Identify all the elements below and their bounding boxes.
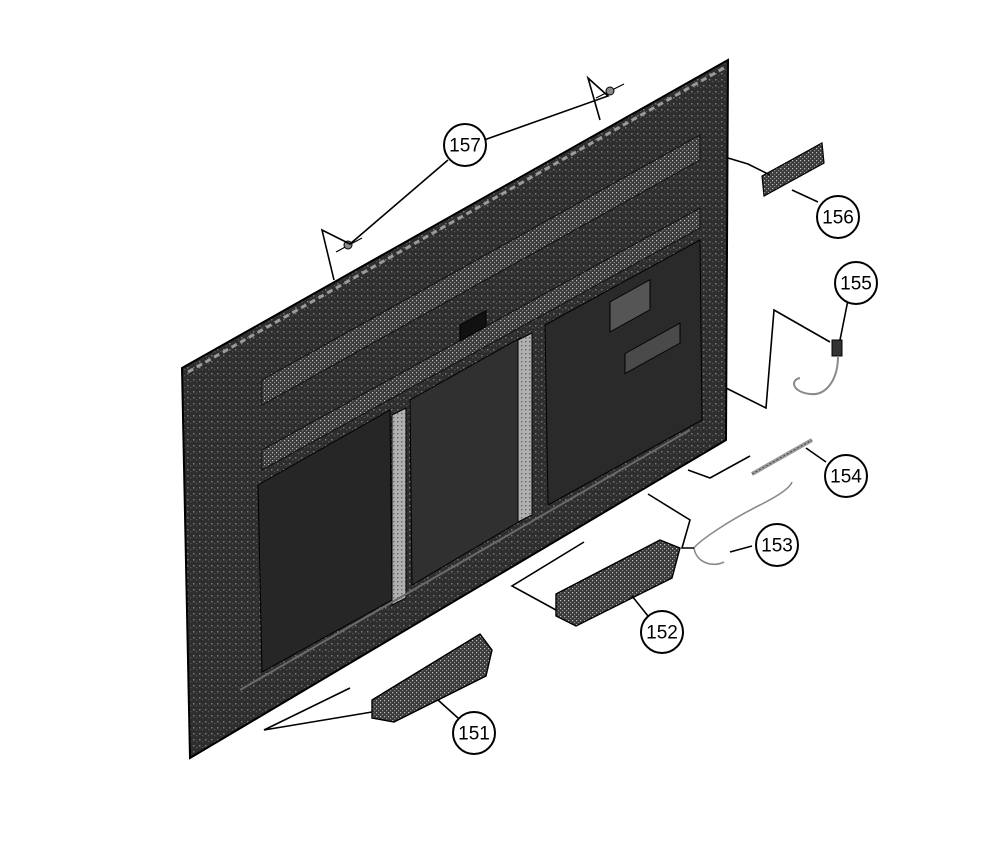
screw-157-left xyxy=(335,237,363,253)
leader-156 xyxy=(727,157,771,176)
panel-top-rail xyxy=(187,66,725,374)
callout-156-label: 156 xyxy=(822,208,854,229)
panel-rail-upper xyxy=(261,134,701,406)
panel-bar-center xyxy=(517,332,533,523)
leader-151-b xyxy=(437,699,459,719)
part-155 xyxy=(793,339,843,396)
leader-152 xyxy=(510,541,585,611)
tv-panel xyxy=(180,58,730,760)
part-151 xyxy=(371,633,493,723)
panel-chip-3 xyxy=(459,309,487,342)
callout-155: 155 xyxy=(834,261,878,305)
leader-154 xyxy=(687,455,751,479)
callout-153: 153 xyxy=(755,523,799,567)
leader-lines xyxy=(263,75,849,731)
panel-bar-left xyxy=(391,407,407,606)
callout-154: 154 xyxy=(824,454,868,498)
callout-152: 152 xyxy=(640,610,684,654)
callout-156: 156 xyxy=(816,195,860,239)
screw-157-right xyxy=(595,83,625,99)
leader-155-b xyxy=(839,299,849,341)
part-153 xyxy=(693,481,793,566)
callout-151-label: 151 xyxy=(458,724,490,745)
callout-157: 157 xyxy=(443,123,487,167)
leader-155 xyxy=(725,308,831,410)
callout-152-label: 152 xyxy=(646,623,678,644)
panel-chip-1 xyxy=(609,278,651,333)
panel-bottom-inner xyxy=(239,429,691,691)
panel-chip-2 xyxy=(624,322,681,375)
panel-board-right xyxy=(544,239,703,506)
callout-154-label: 154 xyxy=(830,467,862,488)
leader-152-b xyxy=(631,595,649,617)
part-156 xyxy=(761,142,825,197)
callout-157-label: 157 xyxy=(449,136,481,157)
leader-157-right xyxy=(483,75,610,141)
part-152 xyxy=(555,539,681,627)
leader-151 xyxy=(263,687,373,731)
leader-154-b xyxy=(805,447,827,463)
leader-157-left xyxy=(320,159,449,281)
leader-153-b xyxy=(729,545,753,553)
leader-156-b xyxy=(791,189,819,203)
callout-155-label: 155 xyxy=(840,274,872,295)
callout-153-label: 153 xyxy=(761,536,793,557)
part-154 xyxy=(751,438,813,476)
callout-151: 151 xyxy=(452,711,496,755)
leader-153 xyxy=(647,493,694,549)
panel-rail-middle xyxy=(261,207,701,471)
